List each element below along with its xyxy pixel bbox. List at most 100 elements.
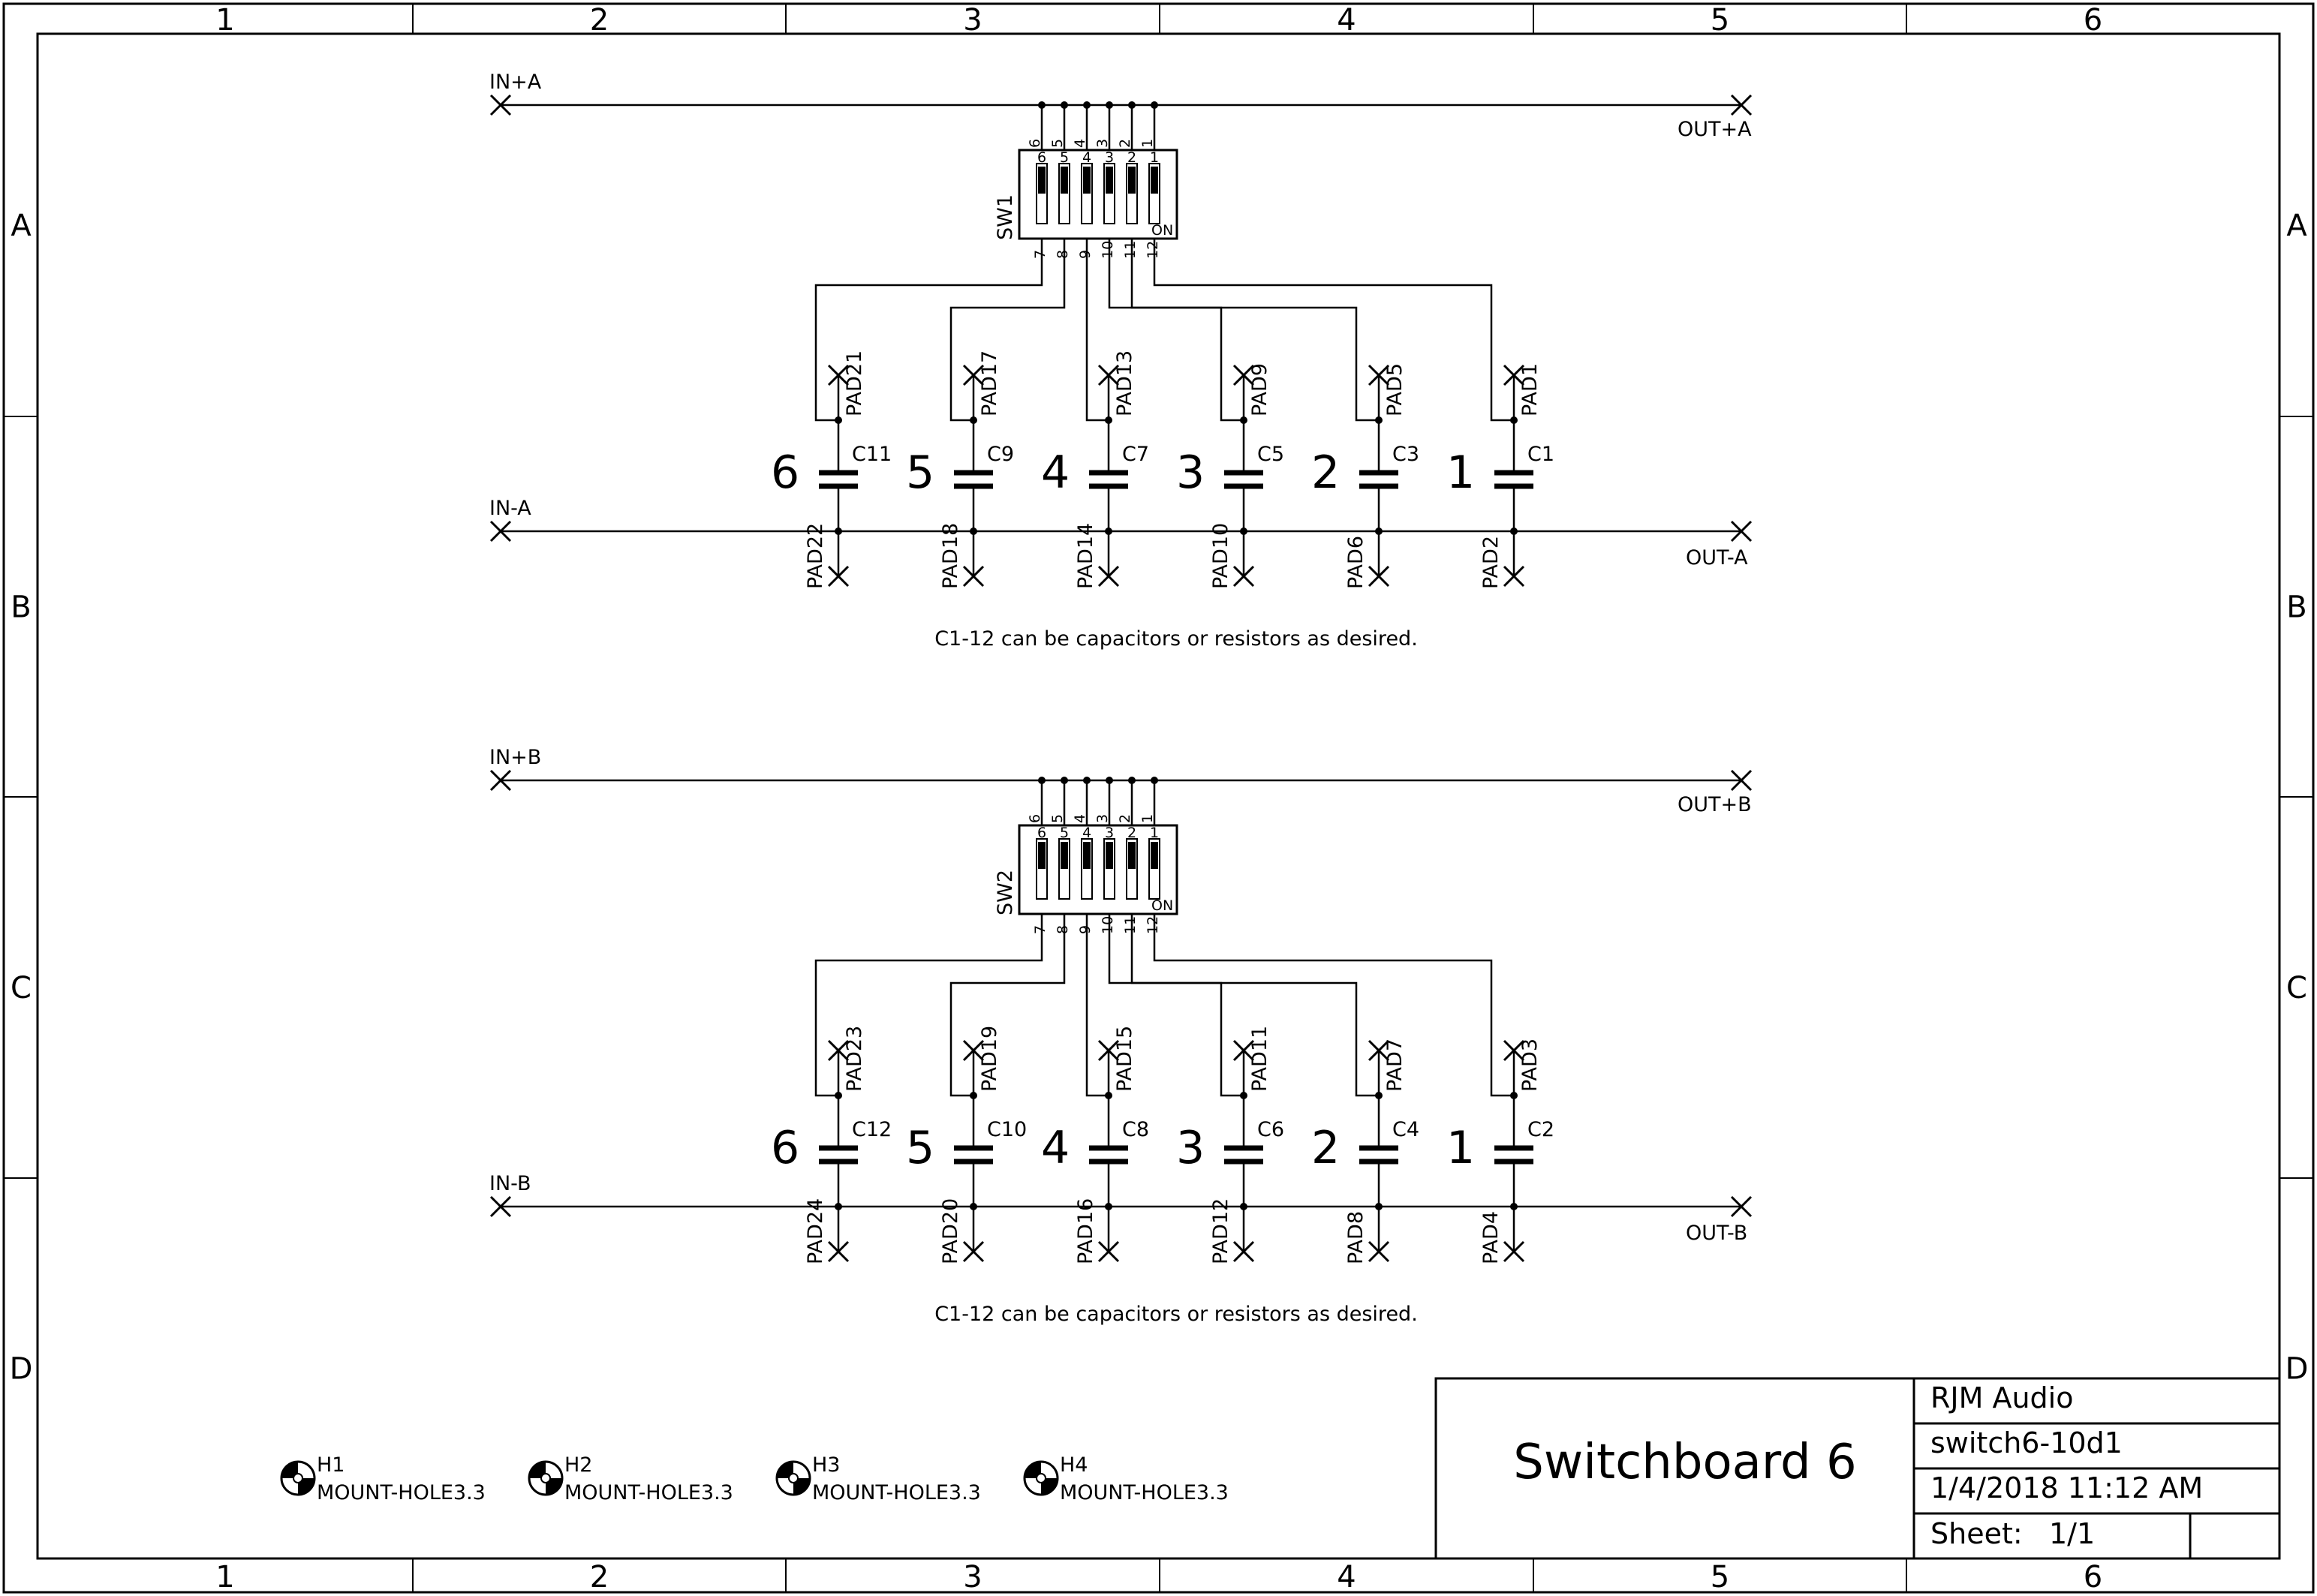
pad-top-marker <box>1097 1039 1120 1062</box>
pad-top-marker <box>1232 1039 1255 1062</box>
switch-position-label: 1 <box>1150 149 1159 166</box>
switch-toggle-knob <box>1061 842 1068 869</box>
x-stroke <box>489 1195 512 1218</box>
x-stroke <box>1232 565 1255 588</box>
switch-position-label: 5 <box>1060 825 1069 841</box>
mount-hole-icon <box>1023 1460 1059 1496</box>
column-label-bottom: 5 <box>1711 1560 1729 1594</box>
x-stroke <box>1097 565 1120 588</box>
mount-hole-quadrant <box>298 1478 314 1495</box>
capacitor-reference-label: C4 <box>1392 1118 1419 1141</box>
switch-toggle-slot <box>1126 838 1138 900</box>
switch-top-pin-number: 6 <box>1027 139 1043 148</box>
capacitor-reference-label: C3 <box>1392 443 1419 466</box>
sheet-value: 1/1 <box>2049 1517 2095 1550</box>
mount-hole-center <box>1036 1473 1046 1483</box>
mount-holes: H1MOUNT-HOLE3.3H2MOUNT-HOLE3.3H3MOUNT-HO… <box>280 1453 1229 1504</box>
pad-top-label: PAD7 <box>1383 1038 1407 1092</box>
switch-bottom-pin-number: 11 <box>1122 241 1139 259</box>
x-stroke <box>827 1240 850 1263</box>
mount-hole-quadrant <box>1041 1478 1058 1495</box>
switch-top-pin-number: 5 <box>1049 814 1066 823</box>
pad-top-label: PAD1 <box>1518 363 1542 416</box>
x-stroke <box>1503 1039 1525 1062</box>
switch-reference-label: SW1 <box>994 194 1017 240</box>
switch-position-label: 2 <box>1127 149 1136 166</box>
mount-hole-icon <box>280 1460 316 1496</box>
switch-on-label: ON <box>1151 897 1173 914</box>
mount-hole-value: MOUNT-HOLE3.3 <box>812 1481 981 1504</box>
column-label-bottom: 4 <box>1337 1560 1356 1594</box>
switch-top-pin-number: 3 <box>1094 139 1111 148</box>
switch-toggle-knob <box>1038 167 1046 194</box>
switch-bottom-pin-number: 9 <box>1077 250 1094 259</box>
mount-hole-name: H3 <box>812 1453 840 1477</box>
pad-top-label: PAD5 <box>1383 363 1407 416</box>
pad-top-label: PAD3 <box>1518 1038 1542 1092</box>
junction-dot <box>1083 777 1091 784</box>
switch-toggle-slot <box>1036 838 1048 900</box>
capacitor-reference-label: C12 <box>852 1118 892 1141</box>
stage-number-label: 5 <box>906 1122 934 1174</box>
row-label-right: D <box>2285 1352 2309 1387</box>
mount-hole-icon <box>528 1460 564 1496</box>
switch-position-label: 6 <box>1037 149 1046 166</box>
mount-hole-quadrant <box>281 1462 298 1478</box>
pad-bottom-label: PAD8 <box>1344 1211 1368 1264</box>
pad-top-marker <box>1368 1039 1390 1062</box>
switch-top-pin-number: 2 <box>1117 139 1133 148</box>
out-minus-terminal <box>1730 1195 1753 1218</box>
pad-bottom-marker <box>1232 1240 1255 1263</box>
switch-toggle-knob <box>1128 167 1136 194</box>
in-minus-label: IN-B <box>489 1172 531 1195</box>
row-label-left: D <box>10 1352 33 1387</box>
stage-number-label: 4 <box>1041 446 1070 499</box>
row-label-right: A <box>2286 209 2307 243</box>
column-label-top: 5 <box>1711 3 1729 38</box>
schematic-title: Switchboard 6 <box>1513 1435 1856 1490</box>
switch-top-pin-number: 4 <box>1072 139 1088 148</box>
pad-bottom-label: PAD16 <box>1074 1198 1097 1264</box>
x-stroke <box>827 1039 850 1062</box>
out-plus-terminal <box>1730 94 1753 116</box>
column-label-top: 2 <box>590 3 609 38</box>
stage-number-label: 2 <box>1311 1122 1340 1174</box>
switch-position-label: 3 <box>1105 825 1114 841</box>
in-plus-terminal <box>489 769 512 792</box>
document-name: switch6-10d1 <box>1930 1426 2123 1459</box>
x-stroke <box>1503 1240 1525 1263</box>
switch-toggle-slot <box>1103 163 1115 224</box>
mount-hole-center <box>293 1473 303 1483</box>
switch-top-pin-number: 3 <box>1094 814 1111 823</box>
pad-top-label: PAD17 <box>978 350 1001 416</box>
x-stroke <box>1368 1039 1390 1062</box>
x-stroke <box>827 364 850 386</box>
switch-to-stage-wire <box>814 239 1043 422</box>
switch-position-label: 5 <box>1060 149 1069 166</box>
stage-number-label: 2 <box>1311 446 1340 499</box>
pad-bottom-label: PAD12 <box>1209 1198 1232 1264</box>
switch-toggle-slot <box>1081 163 1093 224</box>
pad-bottom-label: PAD24 <box>804 1198 827 1264</box>
column-label-top: 4 <box>1337 3 1356 38</box>
switch-toggle-knob <box>1061 167 1068 194</box>
mount-hole-value: MOUNT-HOLE3.3 <box>1060 1481 1229 1504</box>
x-stroke <box>1232 1039 1255 1062</box>
capacitor-reference-label: C9 <box>987 443 1014 466</box>
stage-number-label: 3 <box>1176 1122 1205 1174</box>
capacitor-reference-label: C1 <box>1527 443 1554 466</box>
x-stroke <box>827 565 850 588</box>
switch-to-stage-wire <box>949 914 1066 1097</box>
column-label-top: 1 <box>215 3 234 38</box>
x-stroke <box>1503 364 1525 386</box>
x-stroke <box>489 520 512 543</box>
out-plus-label: OUT+B <box>1678 793 1752 816</box>
component-note: C1-12 can be capacitors or resistors as … <box>934 627 1418 651</box>
column-label-top: 3 <box>963 3 982 38</box>
